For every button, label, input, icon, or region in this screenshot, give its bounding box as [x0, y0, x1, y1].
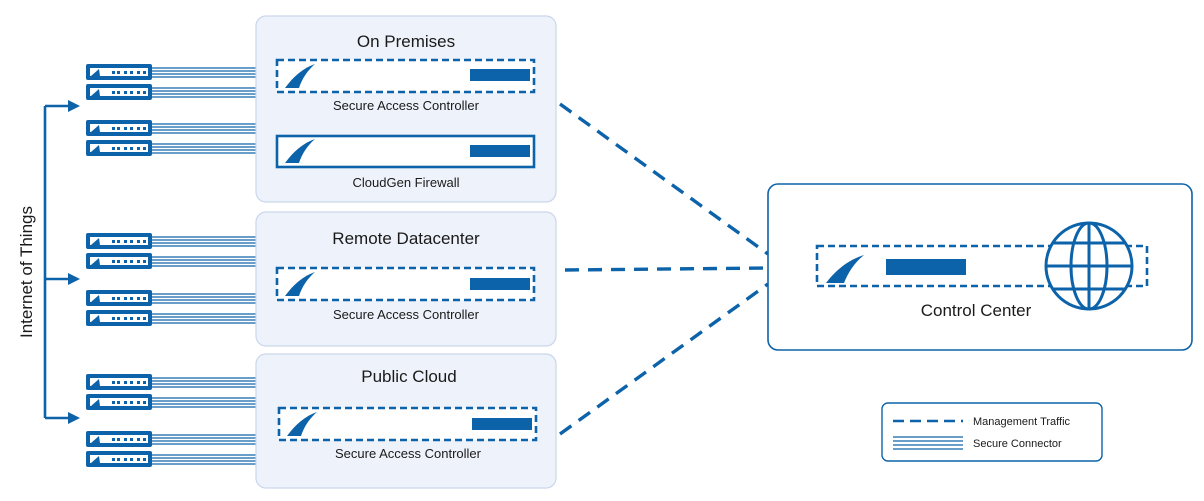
zone-on-premises: On Premises Secure Access Controller Clo… — [255, 15, 557, 203]
iot-device-icon — [86, 431, 152, 447]
zone-title: On Premises — [357, 32, 455, 51]
legend-management-traffic: Management Traffic — [973, 416, 1071, 428]
barracuda-logo-icon — [285, 64, 315, 88]
secure-connector — [152, 293, 256, 304]
iot-device-icon — [86, 64, 152, 80]
secure-connector — [152, 454, 256, 465]
globe-icon — [1044, 221, 1134, 311]
iot-section: Internet of Things — [17, 100, 80, 424]
zone-public-cloud: Public Cloud Secure Access Controller — [255, 353, 557, 489]
secure-connector — [152, 377, 256, 388]
secure-access-controller: Secure Access Controller — [275, 266, 536, 322]
secure-connector — [152, 236, 256, 247]
iot-device-icon — [86, 253, 152, 269]
secure-access-controller: Secure Access Controller — [277, 406, 538, 461]
iot-device-icon — [86, 374, 152, 390]
secure-connector — [152, 67, 256, 78]
iot-device-icon — [86, 120, 152, 136]
control-center-label: Control Center — [921, 301, 1032, 320]
barracuda-logo-icon — [287, 412, 317, 436]
iot-devices — [86, 64, 256, 467]
cloudgen-firewall: CloudGen Firewall — [275, 134, 536, 190]
zone-title: Public Cloud — [361, 367, 456, 386]
iot-device-icon — [86, 140, 152, 156]
secure-connector — [152, 313, 256, 324]
secure-connector — [152, 434, 256, 445]
iot-label: Internet of Things — [17, 206, 36, 338]
device-label: Secure Access Controller — [335, 446, 482, 461]
legend: Management Traffic Secure Connector — [881, 402, 1103, 462]
arrow-head-icon — [68, 273, 80, 285]
secure-connector — [152, 87, 256, 98]
arrow-head-icon — [68, 412, 80, 424]
iot-device-icon — [86, 394, 152, 410]
secure-access-controller: Secure Access Controller — [275, 58, 536, 113]
iot-device-icon — [86, 290, 152, 306]
zone-title: Remote Datacenter — [332, 229, 480, 248]
iot-device-icon — [86, 451, 152, 467]
iot-device-icon — [86, 233, 152, 249]
device-label: Secure Access Controller — [333, 98, 480, 113]
secure-connector — [152, 123, 256, 134]
barracuda-logo-icon — [285, 139, 315, 163]
barracuda-logo-icon — [826, 255, 864, 283]
secure-connector — [152, 256, 256, 267]
secure-connector — [152, 143, 256, 154]
zone-remote-datacenter: Remote Datacenter Secure Access Controll… — [255, 211, 557, 347]
device-label: Secure Access Controller — [333, 307, 480, 322]
iot-device-icon — [86, 310, 152, 326]
iot-device-icon — [86, 84, 152, 100]
legend-secure-connector: Secure Connector — [973, 438, 1062, 450]
control-center: Control Center — [767, 183, 1193, 351]
management-traffic-lines — [559, 102, 769, 436]
secure-connector — [152, 397, 256, 408]
arrow-head-icon — [68, 100, 80, 112]
barracuda-logo-icon — [285, 272, 315, 296]
device-label: CloudGen Firewall — [353, 175, 460, 190]
